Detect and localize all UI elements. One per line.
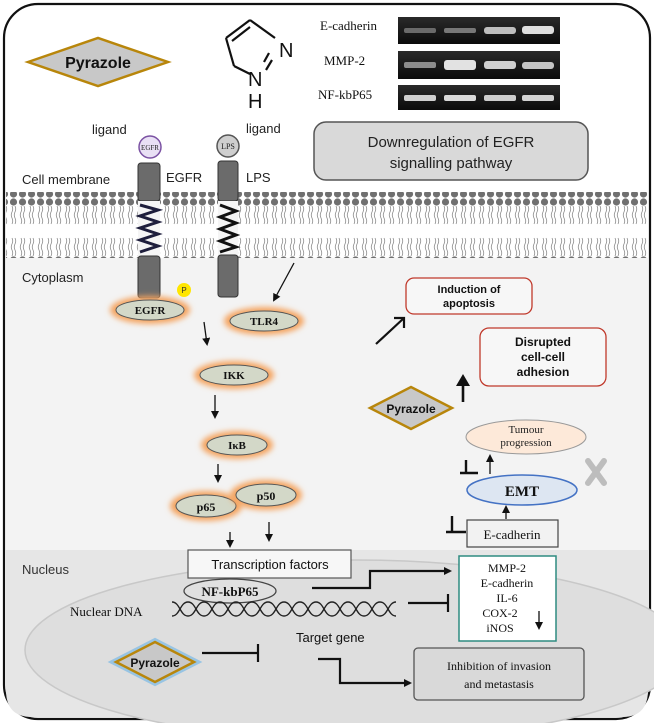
ecadherin-label: E-cadherin — [483, 527, 541, 542]
nucleus-label: Nucleus — [22, 562, 69, 577]
blot-label-nfkb: NF-kbP65 — [318, 87, 372, 102]
molecule-nh-n-label: N — [248, 69, 262, 91]
lps-ligand-text: LPS — [221, 142, 235, 151]
gene-ecadherin: E-cadherin — [481, 576, 534, 590]
apoptosis-box: Induction of apoptosis — [405, 277, 533, 315]
egfr-receptor — [135, 162, 164, 299]
ikk-node: IKK — [194, 361, 274, 389]
inhibition-box: Inhibition of invasion and metastasis — [413, 647, 585, 701]
ikb-node: IκB — [201, 431, 273, 459]
tlr4-node-label: TLR4 — [250, 316, 279, 328]
nfkb-node: NF-kbP65 — [183, 578, 277, 604]
ikk-node-label: IKK — [223, 370, 245, 382]
callout-box — [313, 121, 589, 181]
lps-receptor — [215, 160, 241, 298]
gene-inos: iNOS — [486, 621, 513, 635]
callout-line2: signalling pathway — [390, 155, 513, 172]
cross-icon — [585, 458, 607, 486]
ligand-label-right: ligand — [246, 121, 281, 136]
adhesion-box: Disrupted cell-cell adhesion — [479, 327, 607, 387]
gene-list-box: MMP-2 E-cadherin IL-6 COX-2 iNOS — [458, 555, 557, 642]
egfr-node: EGFR — [110, 296, 190, 324]
p50-node: p50 — [230, 480, 302, 510]
inhibit-tumour — [460, 460, 478, 475]
adhesion-line3: adhesion — [517, 365, 570, 379]
lps-ligand-ball — [216, 134, 240, 158]
lps-receptor-label: LPS — [246, 170, 271, 185]
tumour-node: Tumour progression — [465, 419, 587, 455]
adhesion-line1: Disrupted — [515, 335, 571, 349]
pyrazole-label-mid: Pyrazole — [386, 402, 436, 416]
apoptosis-arrow — [375, 317, 405, 345]
dna-helix-icon — [171, 601, 397, 617]
blot-ecadherin — [398, 17, 560, 44]
pyrazole-diamond-top: Pyrazole — [24, 36, 172, 88]
cell-membrane-label: Cell membrane — [22, 172, 110, 187]
apoptosis-line2: apoptosis — [443, 298, 495, 310]
inhibition-line2: and metastasis — [464, 677, 534, 691]
cytoplasm-label: Cytoplasm — [22, 270, 83, 285]
target-gene-label: Target gene — [296, 630, 365, 645]
pyrazole-diamond-mid: Pyrazole — [367, 385, 455, 431]
egfr-receptor-label: EGFR — [166, 170, 202, 185]
pyrazole-label-top: Pyrazole — [65, 55, 131, 72]
inhibit-ecadherin — [446, 516, 466, 534]
transcription-label: Transcription factors — [211, 557, 329, 572]
lipid-bilayer — [6, 192, 648, 258]
egfr-ligand-ball — [138, 135, 162, 159]
emt-label: EMT — [505, 484, 539, 500]
phospho-label: P — [181, 286, 186, 295]
transcription-box: Transcription factors — [187, 549, 352, 579]
cytoplasm-region — [6, 258, 648, 558]
inhibition-line1: Inhibition of invasion — [447, 659, 551, 673]
ecadherin-box: E-cadherin — [466, 519, 559, 548]
p65-node-label: p65 — [197, 500, 216, 514]
phospho-icon — [177, 283, 191, 297]
pyrazole-label-bottom: Pyrazole — [130, 656, 180, 670]
blot-label-ecadherin: E-cadherin — [320, 18, 378, 33]
blot-label-mmp2: MMP-2 — [324, 53, 365, 68]
tumour-line2: progression — [500, 437, 552, 449]
pathway-arrows — [202, 262, 295, 548]
pyrazole-molecule-icon — [224, 19, 276, 75]
ligand-label-left: ligand — [92, 122, 127, 137]
gene-cox2: COX-2 — [482, 606, 517, 620]
dna-label: Nuclear DNA — [70, 604, 143, 619]
p65-node: p65 — [170, 491, 242, 521]
pyrazole-diamond-bottom: Pyrazole — [107, 637, 203, 687]
nucleus-arrows — [202, 567, 452, 687]
blot-mmp2 — [398, 51, 560, 79]
egfr-ligand-text: EGFR — [141, 144, 159, 152]
molecule-n-label: N — [279, 40, 293, 62]
blot-nfkb — [398, 85, 560, 110]
nfkb-label: NF-kbP65 — [201, 584, 259, 599]
gene-mmp2: MMP-2 — [488, 561, 526, 575]
molecule-nh-h-label: H — [248, 91, 262, 113]
p50-node-label: p50 — [257, 489, 276, 503]
apoptosis-line1: Induction of — [438, 284, 501, 296]
egfr-node-label: EGFR — [135, 305, 167, 317]
ikb-node-label: IκB — [228, 440, 246, 452]
emt-node: EMT — [466, 474, 578, 506]
tumour-line1: Tumour — [508, 424, 543, 436]
adhesion-line2: cell-cell — [521, 350, 565, 364]
tlr4-node: TLR4 — [224, 307, 304, 335]
callout-line1: Downregulation of EGFR — [368, 134, 535, 151]
gene-il6: IL-6 — [496, 591, 517, 605]
